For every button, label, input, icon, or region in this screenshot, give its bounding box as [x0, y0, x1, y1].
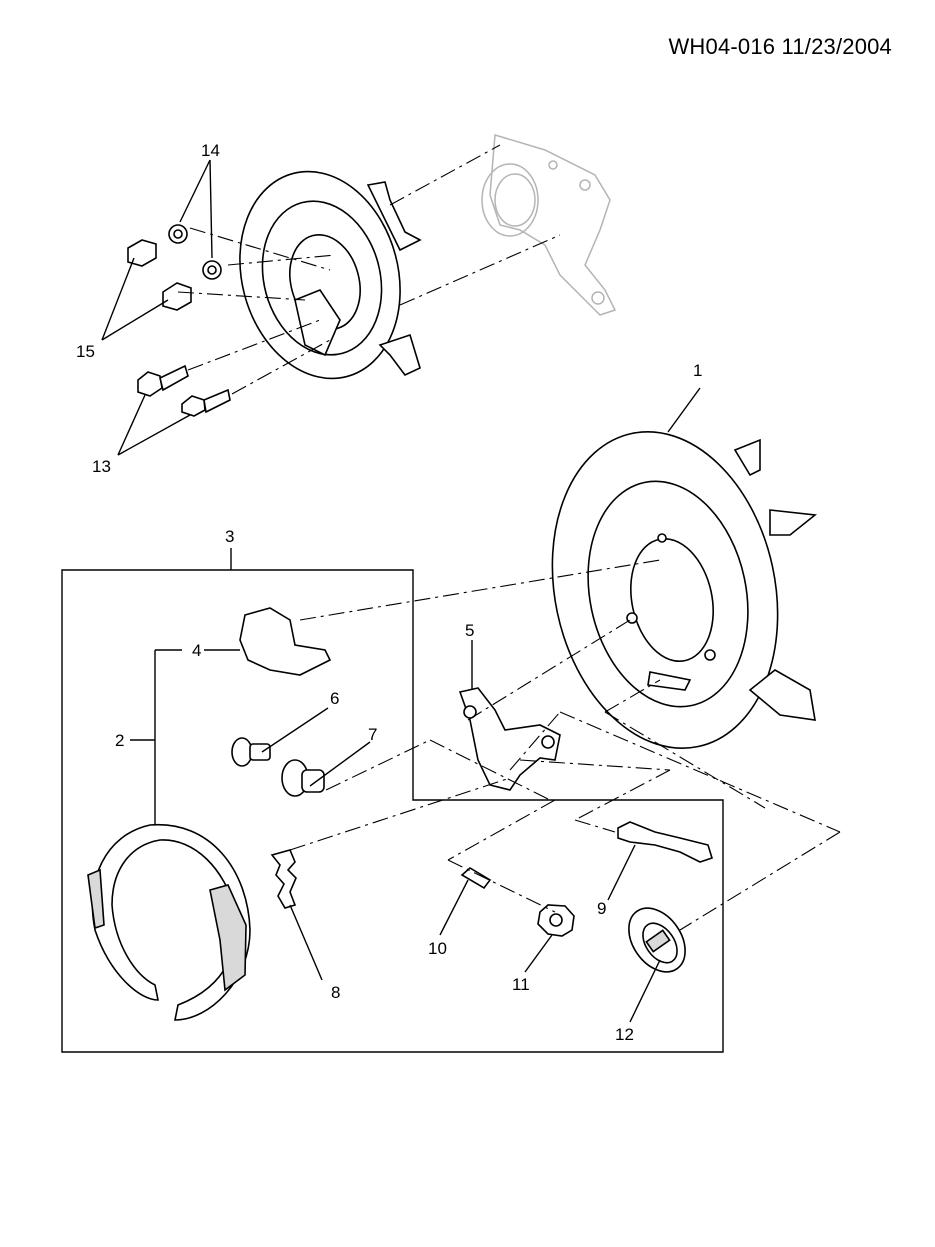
callout-3: 3 [225, 527, 234, 546]
callout-2: 2 [115, 731, 124, 750]
parts-box [61, 569, 724, 1053]
callout-5: 5 [465, 621, 474, 640]
callout-13: 13 [92, 457, 111, 476]
callout-7: 7 [368, 725, 377, 744]
callout-11: 11 [512, 975, 530, 994]
nut-part-11 [537, 904, 575, 937]
grommet-part-12 [628, 907, 686, 973]
callout-labels: 1 2 3 4 5 6 7 8 9 10 11 12 13 14 15 [76, 141, 702, 1044]
backing-plate [551, 431, 818, 749]
callout-9: 9 [597, 899, 606, 918]
document-id: WH04-016 11/23/2004 [668, 34, 892, 59]
backing-plate-upper [239, 170, 422, 380]
callout-6: 6 [330, 689, 339, 708]
leader-lines-lower [130, 387, 841, 1023]
callout-8: 8 [331, 983, 340, 1002]
adjuster-parts-6-7 [231, 737, 325, 797]
callout-14: 14 [201, 141, 220, 160]
strut-part-9 [617, 821, 713, 863]
lever-part-5 [458, 687, 561, 791]
callout-12: 12 [615, 1025, 634, 1044]
spring-part-8 [270, 849, 297, 909]
pin-part-10 [460, 867, 492, 890]
callout-4: 4 [192, 641, 201, 660]
knuckle-ghost [481, 134, 617, 316]
callout-15: 15 [76, 342, 95, 361]
bolts-washers-upper [127, 224, 231, 417]
shoe-part-2 [87, 823, 251, 1021]
callout-1: 1 [693, 361, 702, 380]
callout-10: 10 [428, 939, 447, 958]
leader-lines-upper [101, 144, 561, 456]
bracket-part-4 [239, 607, 332, 676]
